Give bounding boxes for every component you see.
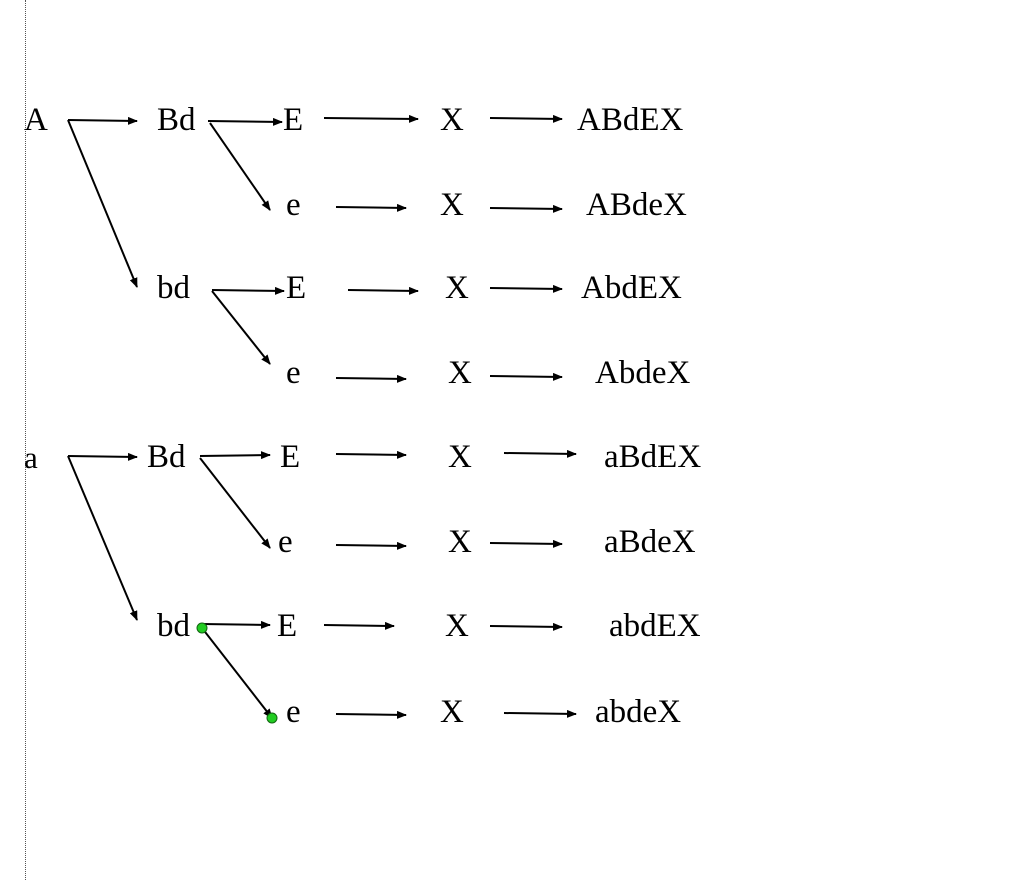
arrow-bd1-to-E: [211, 286, 285, 295]
arrow-e4-to-X: [335, 710, 407, 719]
node-E-4: E: [277, 608, 298, 644]
arrow-bd2-to-E: [201, 620, 271, 629]
node-e-2: e: [286, 355, 301, 391]
node-root-A: A: [24, 102, 48, 138]
selection-handle-group[interactable]: [196, 622, 278, 724]
node-e-4: e: [286, 694, 301, 730]
node-X-2: X: [440, 187, 464, 223]
node-E-1: E: [283, 102, 304, 138]
node-bd-1: bd: [157, 270, 190, 306]
arrow-X6-to-result: [489, 539, 563, 548]
page-margin-line: [25, 0, 26, 880]
arrow-a-to-bd: [67, 455, 138, 621]
arrow-bd2-to-e: [201, 627, 273, 719]
arrow-A-to-bd: [67, 119, 138, 288]
arrow-Bd2-to-E: [199, 451, 271, 460]
arrow-X4-to-result: [489, 372, 563, 381]
arrow-Bd1-to-e: [209, 122, 271, 211]
node-E-3: E: [280, 439, 301, 475]
arrow-Bd2-to-e: [199, 457, 271, 549]
result-AbdEX: AbdEX: [581, 270, 682, 306]
result-ABdeX: ABdeX: [586, 187, 687, 223]
arrow-Bd1-to-E: [207, 117, 283, 126]
arrow-e1-to-X: [335, 203, 407, 212]
arrow-group: [67, 114, 577, 719]
node-X-3: X: [445, 270, 469, 306]
node-X-6: X: [448, 524, 472, 560]
arrow-bd1-to-e: [211, 290, 271, 365]
arrow-X7-to-result: [489, 622, 563, 631]
arrow-X2-to-result: [489, 204, 563, 213]
node-X-7: X: [445, 608, 469, 644]
node-X-8: X: [440, 694, 464, 730]
arrow-X5-to-result: [503, 449, 577, 458]
selection-handle-start[interactable]: [196, 622, 208, 634]
node-Bd-1: Bd: [157, 102, 196, 138]
result-abdEX: abdEX: [609, 608, 701, 644]
node-root-a: a: [24, 440, 38, 475]
result-abdeX: abdeX: [595, 694, 682, 730]
result-aBdeX: aBdeX: [604, 524, 696, 560]
arrow-X1-to-result: [489, 114, 563, 123]
result-aBdEX: aBdEX: [604, 439, 702, 475]
arrow-E1-to-X: [323, 114, 419, 123]
selection-handle-end[interactable]: [266, 712, 278, 724]
arrow-X3-to-result: [489, 284, 563, 293]
arrow-e2-to-X: [335, 374, 407, 383]
arrow-X8-to-result: [503, 709, 577, 718]
arrow-A-to-Bd: [67, 116, 138, 125]
arrow-E2-to-X: [347, 286, 419, 295]
node-e-1: e: [286, 187, 301, 223]
arrow-E4-to-X: [323, 621, 395, 630]
arrow-e3-to-X: [335, 541, 407, 550]
result-AbdeX: AbdeX: [595, 355, 691, 391]
result-ABdEX: ABdEX: [577, 102, 684, 138]
node-bd-2: bd: [157, 608, 190, 644]
node-X-4: X: [448, 355, 472, 391]
node-E-2: E: [286, 270, 307, 306]
node-Bd-2: Bd: [147, 439, 186, 475]
arrow-E3-to-X: [335, 450, 407, 459]
node-e-3: e: [278, 524, 293, 560]
node-X-5: X: [448, 439, 472, 475]
arrow-a-to-Bd: [67, 452, 138, 461]
node-X-1: X: [440, 102, 464, 138]
